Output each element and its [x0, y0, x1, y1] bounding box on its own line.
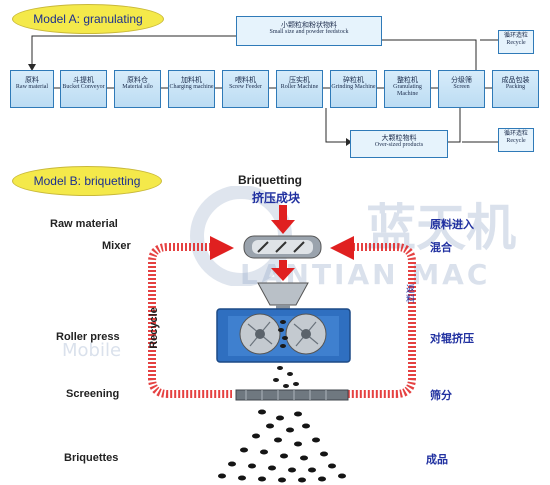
- model-a-prefix: Model A:: [33, 12, 80, 26]
- small-size-box-cn: 小颗粒和粉状物料: [281, 21, 337, 29]
- label-raw-material: Raw material: [50, 218, 118, 230]
- model-b-title: Model B: briquetting: [12, 166, 162, 196]
- briquetting-header-cn: 挤压成块: [252, 191, 301, 205]
- model-b-prefix: Model B:: [33, 174, 81, 188]
- feed-arrow: [271, 220, 295, 234]
- briquetting-header-en: Briquetting: [238, 173, 302, 187]
- over-sized-box-en: Over-sized products: [374, 142, 424, 149]
- model-a-title: Model A: granulating: [12, 4, 164, 34]
- model-b-title-text: briquetting: [84, 174, 141, 188]
- hopper: [257, 282, 309, 306]
- model-a-title-text: granulating: [83, 12, 143, 26]
- recycle-label: Recycle: [148, 307, 160, 349]
- recycle-bottom-cn: 循环造粒: [503, 131, 528, 137]
- recycle-bottom-en: Recycle: [506, 138, 526, 145]
- label-mixer: Mixer: [102, 240, 131, 252]
- recycle-top-en: Recycle: [506, 40, 526, 47]
- label-cn-product: 成品: [426, 453, 448, 466]
- label-cn-roller-press: 对辊挤压: [430, 332, 474, 345]
- oversize-line: [325, 108, 350, 143]
- over-sized-box-cn: 大颗粒物料: [381, 134, 417, 142]
- small-size-box-en: Small size and powder feedstock: [269, 29, 349, 36]
- model-a-connectors: [28, 35, 498, 146]
- screen: [235, 389, 349, 401]
- small-size-return-line: [382, 39, 477, 72]
- label-cn-mixer: 混合: [430, 241, 452, 254]
- feedstock-return-line: [31, 35, 236, 68]
- label-cn-raw-material: 原料进入: [430, 218, 474, 231]
- small-size-box: 小颗粒和粉状物料 Small size and powder feedstock: [236, 16, 382, 46]
- recycle-box-top: 循环造粒 Recycle: [498, 30, 534, 54]
- watermark-mobile: Mobile: [62, 340, 122, 361]
- briquette-pile: [218, 409, 346, 483]
- label-roller-press: Roller press: [56, 331, 120, 343]
- recycle-cn-label: 返料: [406, 285, 416, 305]
- recycle-loop: [148, 243, 416, 398]
- falling-briquettes: [273, 366, 299, 388]
- over-sized-box: 大颗粒物料 Over-sized products: [350, 130, 448, 158]
- label-briquettes: Briquettes: [64, 452, 119, 464]
- recycle-top-cn: 循环造粒: [503, 33, 528, 39]
- label-screening: Screening: [66, 388, 120, 400]
- label-cn-screening: 筛分: [430, 389, 452, 402]
- recycle-arrow-right: [330, 236, 354, 260]
- recycle-box-bottom: 循环造粒 Recycle: [498, 128, 534, 152]
- recycle-arrow-left: [210, 236, 234, 260]
